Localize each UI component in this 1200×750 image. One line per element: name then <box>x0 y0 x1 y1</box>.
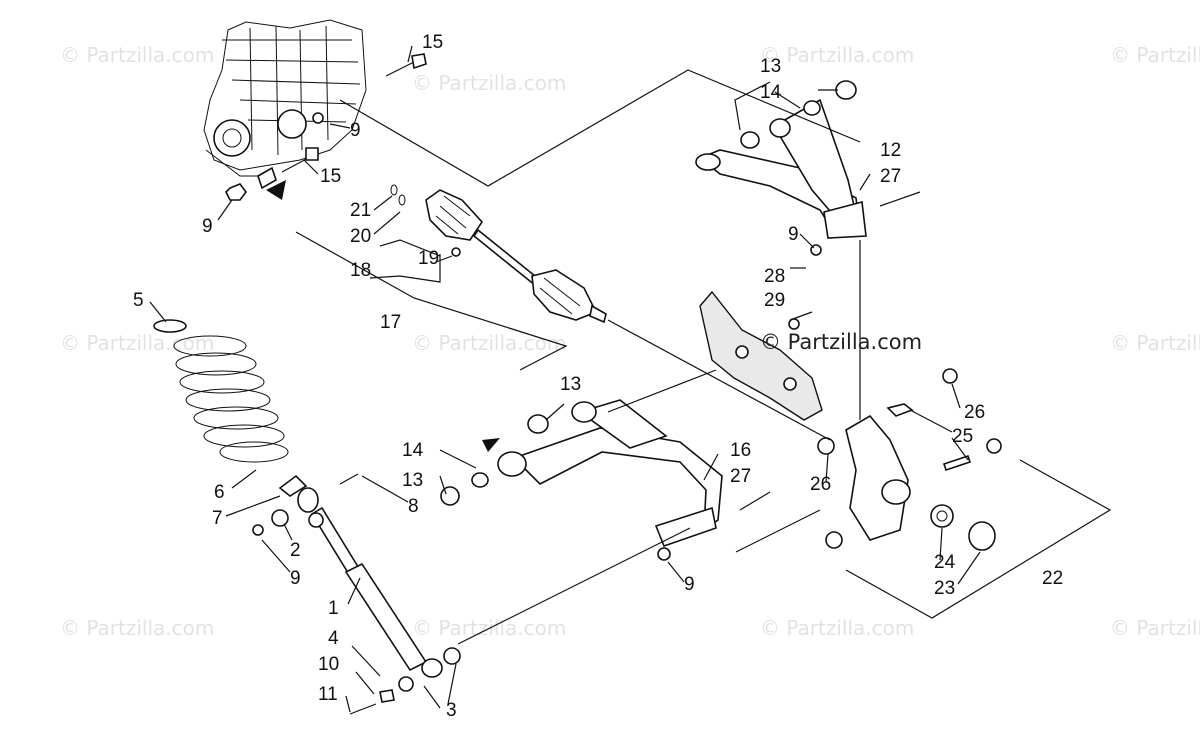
bolt-15-upper <box>385 53 427 77</box>
callout-12: 12 <box>880 140 901 161</box>
callout-22: 22 <box>1042 568 1063 589</box>
watermark: © Partzilla.com <box>412 71 566 95</box>
callout-13: 13 <box>760 56 781 77</box>
callout-13: 13 <box>560 374 581 395</box>
watermark: © Partzilla.com <box>412 331 566 355</box>
sleeve-14-lower <box>471 472 489 488</box>
callout-16: 16 <box>730 440 751 461</box>
callout-5: 5 <box>133 290 144 311</box>
callout-10: 10 <box>318 654 339 675</box>
watermark: © Partzilla.com <box>60 331 214 355</box>
callout-20: 20 <box>350 226 371 247</box>
sleeve-14-upper <box>803 100 821 116</box>
callout-18: 18 <box>350 260 371 281</box>
bracket <box>257 166 277 190</box>
watermark-main: © Partzilla.com <box>760 330 922 354</box>
callout-9: 9 <box>684 574 695 595</box>
callout-1: 1 <box>328 598 339 619</box>
callout-23: 23 <box>934 578 955 599</box>
callout-27: 27 <box>880 166 901 187</box>
bushing-13-upper <box>835 80 857 100</box>
watermark-layer: © Partzilla.com © Partzilla.com © Partzi… <box>60 43 1200 640</box>
callout-labels: 15 9 15 9 21 20 19 18 17 13 14 12 27 9 2… <box>133 32 1063 721</box>
shock-absorber <box>252 473 461 715</box>
callout-17: 17 <box>380 312 401 333</box>
watermark: © Partzilla.com <box>60 43 214 67</box>
callout-4: 4 <box>328 628 339 649</box>
engine-frame-drawing <box>203 19 367 177</box>
callout-11: 11 <box>318 684 338 705</box>
steering-knuckle <box>817 368 1002 551</box>
callout-9: 9 <box>788 224 799 245</box>
watermark: © Partzilla.com <box>1110 43 1200 67</box>
coil-spring <box>153 319 308 497</box>
arrow-marker-upper <box>266 180 286 200</box>
callout-6: 6 <box>214 482 225 503</box>
watermark: © Partzilla.com <box>760 43 914 67</box>
lower-a-arm <box>497 399 771 561</box>
bushing-13-upper-b <box>740 131 760 149</box>
watermark: © Partzilla.com <box>760 616 914 640</box>
callout-13: 13 <box>402 470 423 491</box>
callout-9: 9 <box>350 120 361 141</box>
leader-lines <box>149 45 1112 713</box>
callout-27: 27 <box>730 466 751 487</box>
callout-19: 19 <box>418 248 439 269</box>
bolt-15-lower <box>281 147 319 173</box>
callout-9: 9 <box>202 216 213 237</box>
callout-26: 26 <box>810 474 831 495</box>
callout-15: 15 <box>320 166 341 187</box>
arrow-marker-lower <box>482 438 500 452</box>
nut-9-left <box>225 183 247 201</box>
nut-9-upper <box>312 112 324 124</box>
callout-29: 29 <box>764 290 785 311</box>
callout-14: 14 <box>760 82 782 103</box>
skid-plate <box>699 290 823 421</box>
callout-26: 26 <box>964 402 985 423</box>
callout-21: 21 <box>350 200 371 221</box>
drive-axle <box>390 184 607 324</box>
callout-15: 15 <box>422 32 443 53</box>
callout-9: 9 <box>290 568 301 589</box>
watermark: © Partzilla.com <box>1110 331 1200 355</box>
callout-25: 25 <box>952 426 973 447</box>
callout-2: 2 <box>290 540 301 561</box>
callout-7: 7 <box>212 508 223 529</box>
callout-24: 24 <box>934 552 956 573</box>
watermark: © Partzilla.com <box>1110 616 1200 640</box>
callout-28: 28 <box>764 266 785 287</box>
bushing-13-lower-b <box>440 486 460 506</box>
bushing-13-lower-a <box>527 414 549 434</box>
callout-14: 14 <box>402 440 424 461</box>
watermark: © Partzilla.com <box>60 616 214 640</box>
callout-8: 8 <box>408 496 419 517</box>
callout-3: 3 <box>446 700 457 721</box>
upper-a-arm <box>695 98 921 256</box>
